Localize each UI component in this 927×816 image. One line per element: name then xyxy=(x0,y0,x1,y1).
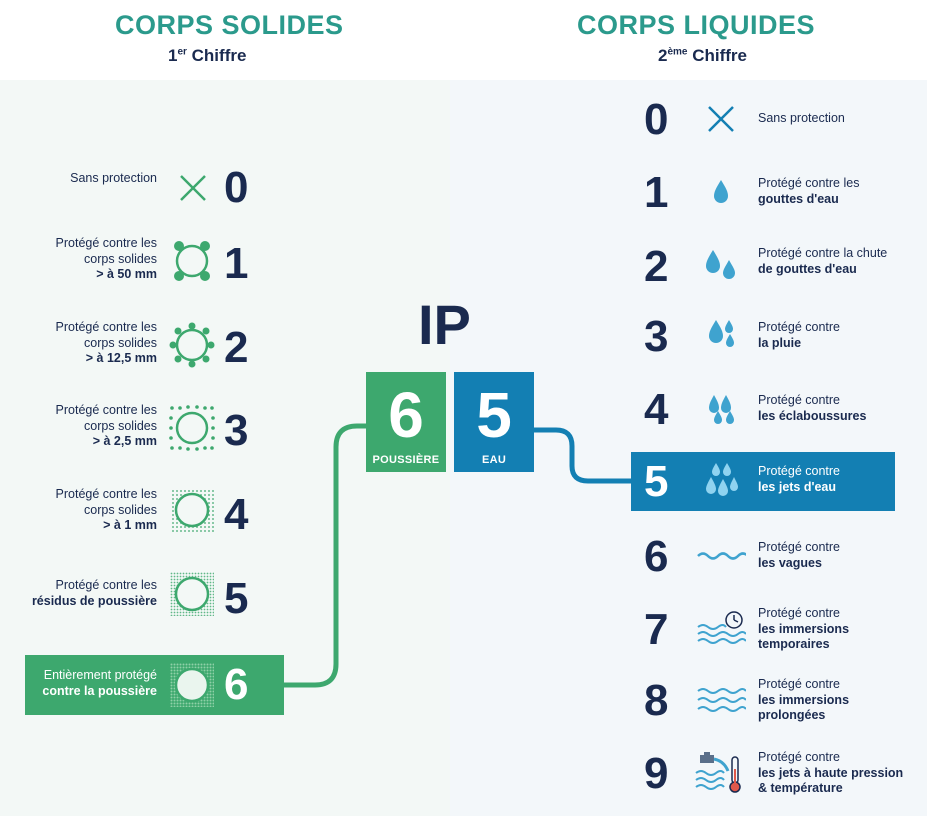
liquids-subtitle: 2ème Chiffre xyxy=(658,46,747,65)
solids-subtitle: 1er Chiffre xyxy=(168,46,247,65)
x-mark-icon xyxy=(180,175,206,201)
liquids-row-number: 1 xyxy=(644,168,669,217)
large-dots-circle-icon xyxy=(174,241,210,281)
ip-title: IP xyxy=(418,293,471,356)
liquids-row-0: 0 Sans protection xyxy=(630,93,900,153)
liquids-row-text: Sans protection xyxy=(758,111,845,125)
solids-title: CORPS SOLIDES xyxy=(115,10,344,40)
ip-second-digit: 5 xyxy=(476,379,512,451)
liquids-row-number: 5 xyxy=(644,457,669,506)
pressure-jet-thermometer-icon xyxy=(695,752,741,793)
four-drops-icon xyxy=(709,395,734,424)
ip-second-digit-box: 5 EAU xyxy=(454,372,534,472)
liquids-row-number: 7 xyxy=(644,605,669,654)
medium-dots-circle-icon xyxy=(169,322,215,368)
liquids-selected-highlight xyxy=(631,452,895,511)
liquids-row-number: 8 xyxy=(644,676,669,725)
solids-row-number: 2 xyxy=(224,323,249,372)
liquids-title: CORPS LIQUIDES xyxy=(577,10,816,40)
ip-first-digit: 6 xyxy=(388,379,424,451)
solids-row-0: Sans protection 0 xyxy=(0,158,290,218)
dust-mesh-circle-icon xyxy=(170,572,214,616)
liquids-row-number: 2 xyxy=(644,242,669,291)
solids-row-number: 3 xyxy=(224,406,249,455)
x-mark-icon xyxy=(708,106,734,132)
ip-first-label: POUSSIÈRE xyxy=(372,454,440,466)
ip-second-label: EAU xyxy=(481,454,507,466)
solids-row-number: 5 xyxy=(224,574,249,623)
liquids-row-number: 0 xyxy=(644,95,669,144)
two-drops-icon xyxy=(706,250,735,279)
liquids-row-number: 6 xyxy=(644,532,669,581)
single-drop-icon xyxy=(714,180,728,203)
wave-icon xyxy=(697,552,746,560)
solids-row-text: Sans protection xyxy=(70,171,157,185)
liquids-row-number: 3 xyxy=(644,312,669,361)
solids-row-number: 4 xyxy=(224,490,249,539)
dense-mesh-circle-icon xyxy=(170,663,214,707)
three-drops-icon xyxy=(709,320,734,347)
five-drops-icon xyxy=(706,463,738,496)
solids-row-number: 6 xyxy=(224,660,249,709)
solids-row-number: 1 xyxy=(224,239,249,288)
solids-selected-highlight xyxy=(25,655,284,715)
waves-timer-icon xyxy=(697,611,746,644)
liquids-row-number: 4 xyxy=(644,385,669,434)
small-dots-circle-icon xyxy=(169,405,215,451)
solids-row-number: 0 xyxy=(224,163,249,212)
ip-first-digit-box: 6 POUSSIÈRE xyxy=(366,372,446,472)
fine-mesh-circle-icon xyxy=(170,488,214,532)
triple-waves-icon xyxy=(697,688,746,712)
liquids-row-number: 9 xyxy=(644,749,669,798)
